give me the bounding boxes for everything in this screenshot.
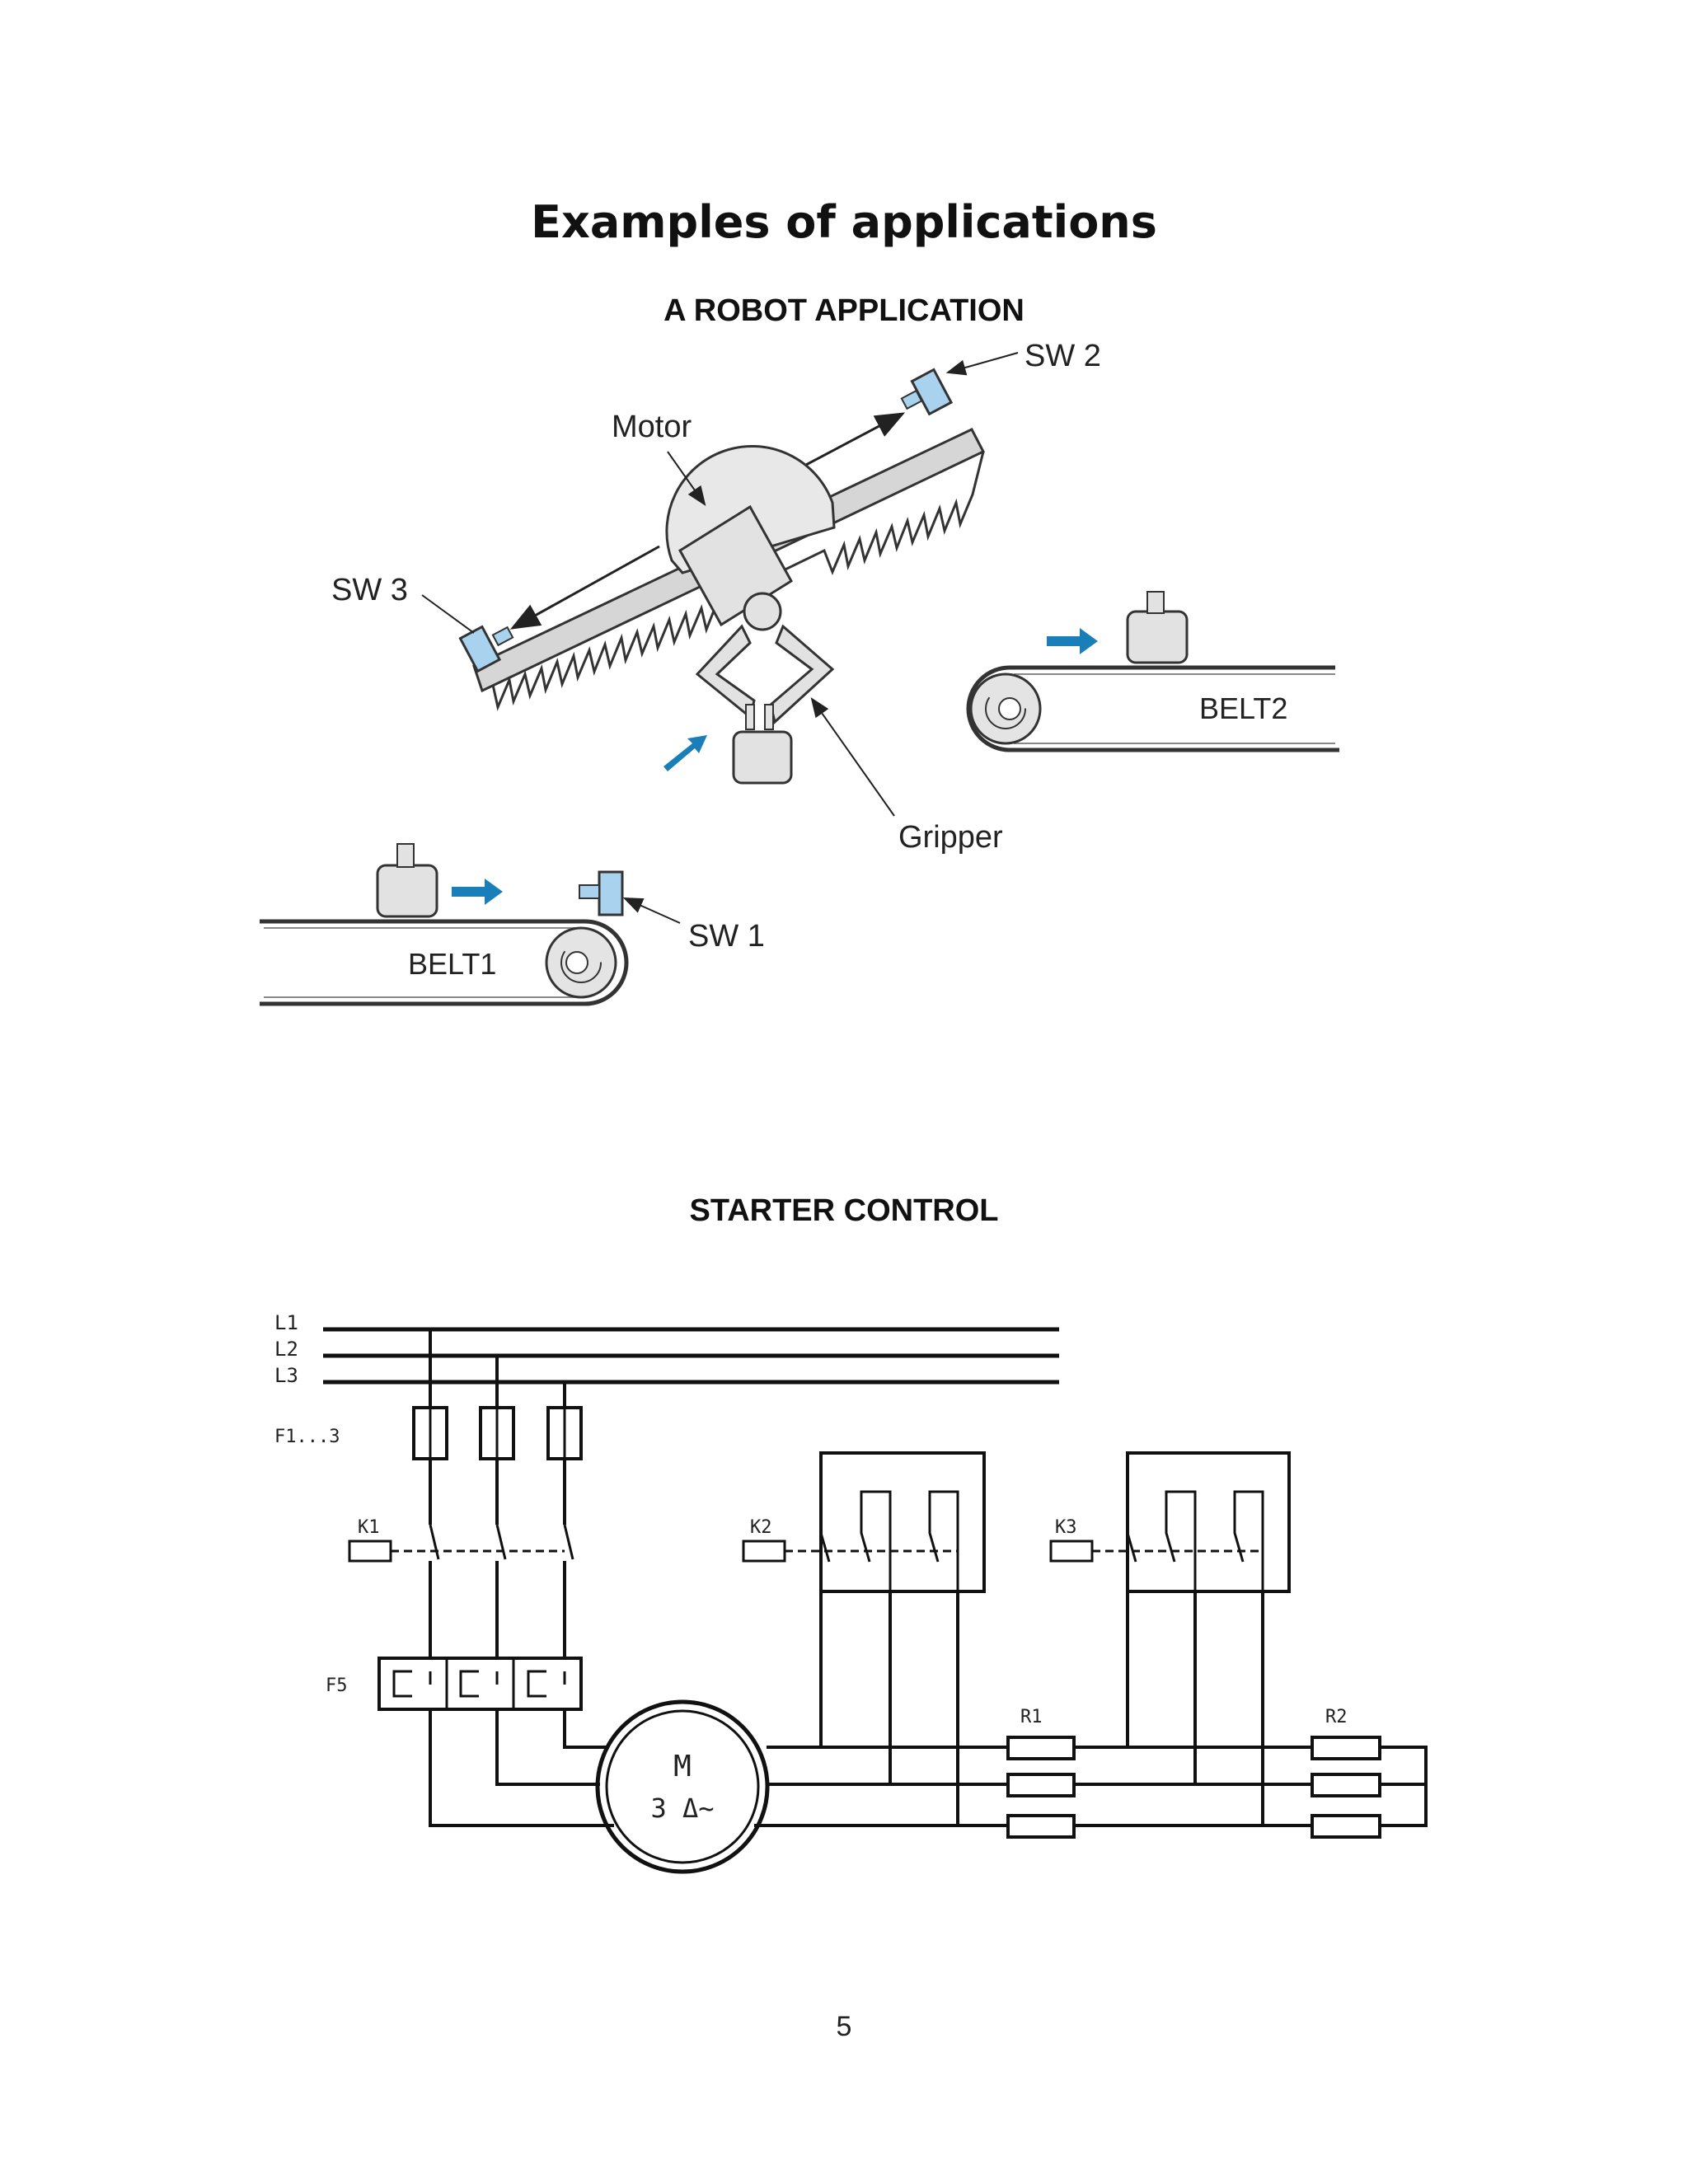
k2-label: K2 — [750, 1517, 772, 1538]
r2-label: R2 — [1325, 1707, 1348, 1727]
robot-section-title: A ROBOT APPLICATION — [663, 293, 1025, 328]
f5-label: F5 — [326, 1675, 348, 1696]
motor-m-label: M — [673, 1750, 692, 1783]
belt1: BELT1 — [260, 843, 629, 1006]
resistors-r2 — [1311, 1736, 1428, 1839]
page-number: 5 — [836, 2011, 852, 2042]
overload-f5 — [377, 1657, 583, 1711]
sw3-label: SW 3 — [331, 573, 408, 607]
sw1-label: SW 1 — [688, 919, 765, 954]
blue-arrow-right-icon — [452, 879, 503, 905]
gripper-label: Gripper — [898, 820, 1003, 855]
sw3-pointer — [421, 594, 475, 634]
sw2-switch — [900, 368, 954, 416]
motor-spec-label: 3 Δ~ — [650, 1793, 714, 1824]
k3-label: K3 — [1055, 1517, 1077, 1538]
belt1-label: BELT1 — [408, 947, 496, 981]
motor-label: Motor — [612, 410, 692, 444]
sw1-pointer — [622, 898, 681, 924]
motor-3phase — [595, 1699, 770, 1874]
r1-label: R1 — [1020, 1707, 1043, 1727]
k1-label: K1 — [358, 1517, 380, 1538]
belt2-label: BELT2 — [1199, 691, 1287, 725]
sw2-label: SW 2 — [1025, 339, 1101, 373]
belt2: BELT2 — [966, 591, 1339, 752]
page-title: Examples of applications — [531, 196, 1157, 248]
contactor-k2 — [742, 1451, 986, 1825]
blue-arrow-right-icon — [1047, 628, 1098, 654]
fuses-label: F1...3 — [274, 1427, 340, 1447]
gripper — [695, 592, 835, 730]
held-part — [732, 730, 793, 785]
contactor-k1 — [348, 1524, 574, 1563]
starter-section-title: STARTER CONTROL — [689, 1193, 999, 1228]
l3-label: L3 — [274, 1364, 298, 1387]
resistors-r1 — [1006, 1736, 1076, 1839]
blue-arrow-up-icon — [663, 735, 707, 771]
sw1-switch — [579, 870, 624, 916]
contactor-k3 — [1049, 1451, 1291, 1825]
l2-label: L2 — [274, 1338, 298, 1361]
starter-diagram: L1 L2 L3 F1...3 K1 — [274, 1311, 1428, 1874]
travel-arrow-left — [509, 545, 660, 630]
gripper-pointer — [810, 697, 895, 817]
l1-label: L1 — [274, 1311, 298, 1334]
robot-diagram: SW 2 SW 3 Motor Gripper BELT2 — [260, 339, 1339, 1006]
sw3-switch — [458, 625, 514, 673]
motor-pointer — [667, 451, 706, 506]
sw2-pointer — [945, 352, 1019, 376]
fuses-f1-3 — [412, 1406, 583, 1460]
